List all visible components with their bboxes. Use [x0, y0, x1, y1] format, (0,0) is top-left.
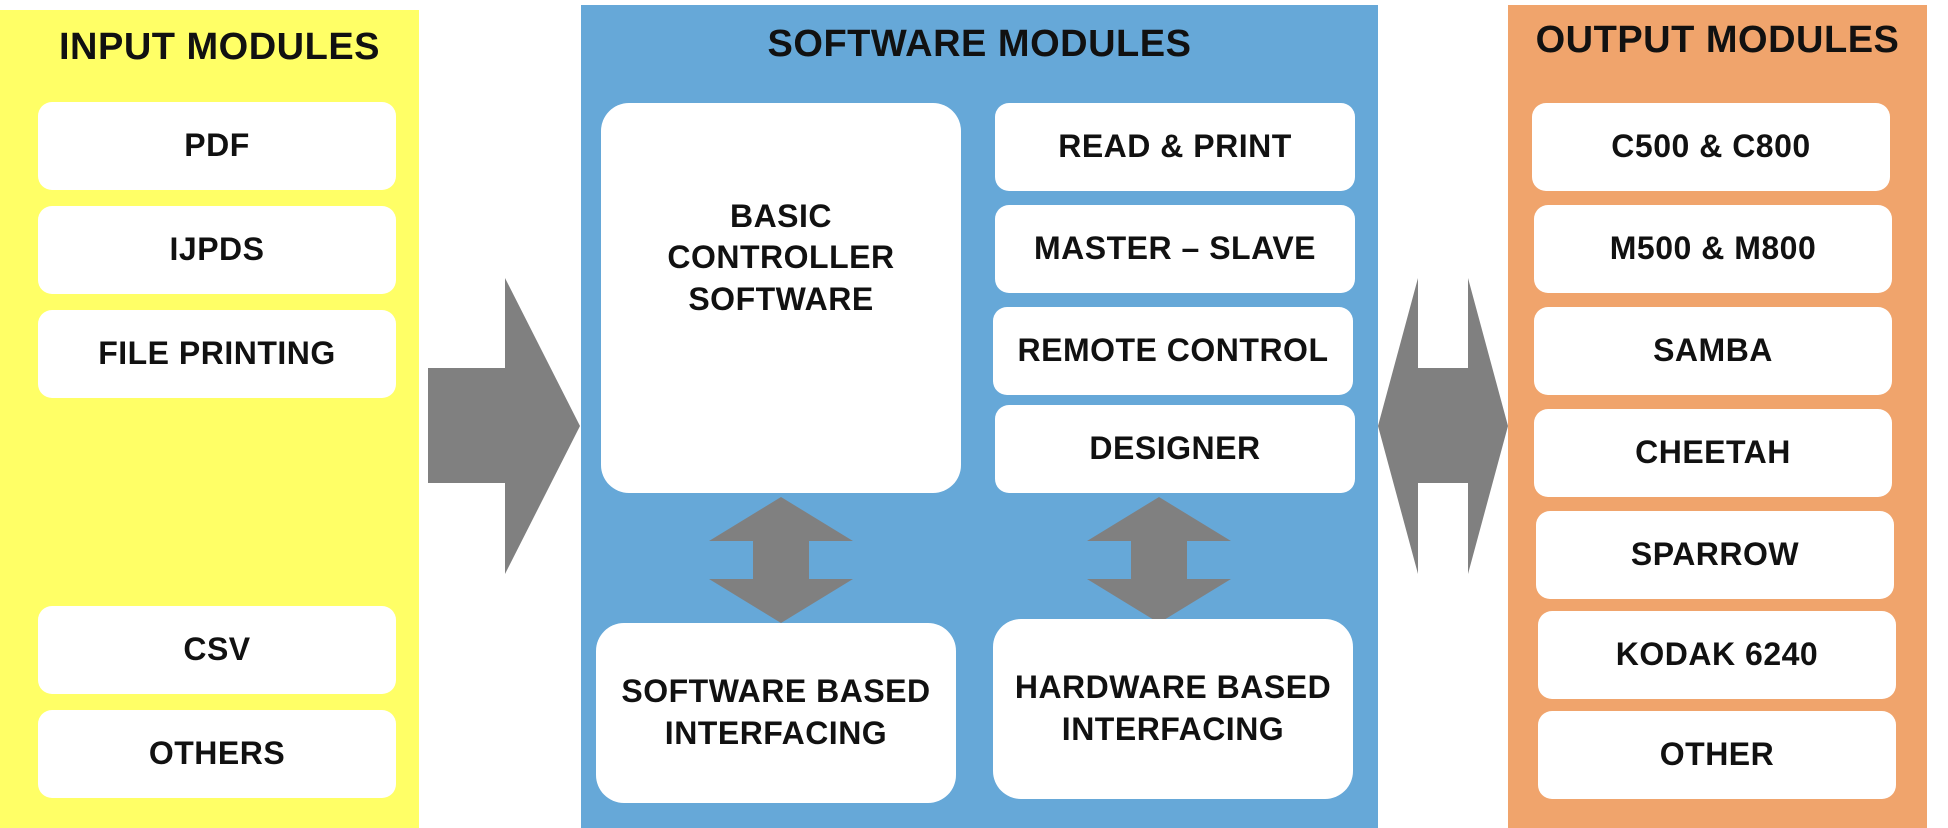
input-modules-title: INPUT MODULES	[58, 26, 381, 68]
output-module-samba: SAMBA	[1534, 307, 1892, 395]
input-module-others: OTHERS	[38, 710, 396, 798]
feature-label: REMOTE CONTROL	[1017, 332, 1329, 369]
input-module-label: PDF	[184, 127, 250, 164]
hardware-based-interfacing-box: HARDWARE BASED INTERFACING	[993, 619, 1353, 799]
hardware-based-interfacing-label: HARDWARE BASED INTERFACING	[1014, 669, 1332, 747]
hardware-interfacing-double-arrow-icon	[1087, 497, 1231, 623]
input-module-file-printing: FILE PRINTING	[38, 310, 396, 398]
output-module-kodak-6240: KODAK 6240	[1538, 611, 1896, 699]
output-module-label: M500 & M800	[1609, 230, 1817, 267]
input-module-label: FILE PRINTING	[98, 335, 336, 372]
input-modules-panel: INPUT MODULES PDF IJPDS FILE PRINTING CS…	[0, 10, 419, 828]
basic-controller-software-box: BASIC CONTROLLER SOFTWARE	[601, 103, 961, 493]
input-module-ijpds: IJPDS	[38, 206, 396, 294]
output-module-cheetah: CHEETAH	[1534, 409, 1892, 497]
feature-read-print: READ & PRINT	[995, 103, 1355, 191]
output-module-label: SAMBA	[1653, 332, 1773, 369]
output-module-label: CHEETAH	[1635, 434, 1791, 471]
software-modules-title: SOFTWARE MODULES	[767, 23, 1192, 65]
feature-remote-control: REMOTE CONTROL	[993, 307, 1353, 395]
feature-label: MASTER – SLAVE	[1034, 230, 1316, 267]
feature-label: DESIGNER	[1089, 430, 1261, 467]
feature-master-slave: MASTER – SLAVE	[995, 205, 1355, 293]
output-modules-panel: OUTPUT MODULES C500 & C800 M500 & M800 S…	[1508, 5, 1927, 828]
software-output-double-arrow-icon	[1378, 278, 1508, 574]
feature-label: READ & PRINT	[1058, 128, 1292, 165]
input-module-label: OTHERS	[148, 735, 286, 772]
output-module-other: OTHER	[1538, 711, 1896, 799]
software-interfacing-double-arrow-icon	[709, 497, 853, 623]
feature-designer: DESIGNER	[995, 405, 1355, 493]
output-module-label: C500 & C800	[1611, 128, 1811, 165]
output-modules-title: OUTPUT MODULES	[1535, 19, 1900, 61]
input-to-software-arrow-icon	[428, 278, 580, 574]
software-based-interfacing-box: SOFTWARE BASED INTERFACING	[596, 623, 956, 803]
output-module-c500-c800: C500 & C800	[1532, 103, 1890, 191]
software-based-interfacing-label: SOFTWARE BASED INTERFACING	[621, 673, 931, 751]
basic-controller-software-label: BASIC CONTROLLER SOFTWARE	[667, 197, 895, 317]
output-module-label: OTHER	[1659, 736, 1775, 773]
input-module-csv: CSV	[38, 606, 396, 694]
input-module-label: IJPDS	[169, 231, 265, 268]
output-module-label: SPARROW	[1630, 536, 1800, 573]
output-module-label: KODAK 6240	[1615, 636, 1819, 673]
output-module-m500-m800: M500 & M800	[1534, 205, 1892, 293]
input-module-pdf: PDF	[38, 102, 396, 190]
output-module-sparrow: SPARROW	[1536, 511, 1894, 599]
software-modules-panel: SOFTWARE MODULES BASIC CONTROLLER SOFTWA…	[581, 5, 1378, 828]
input-module-label: CSV	[183, 631, 251, 668]
